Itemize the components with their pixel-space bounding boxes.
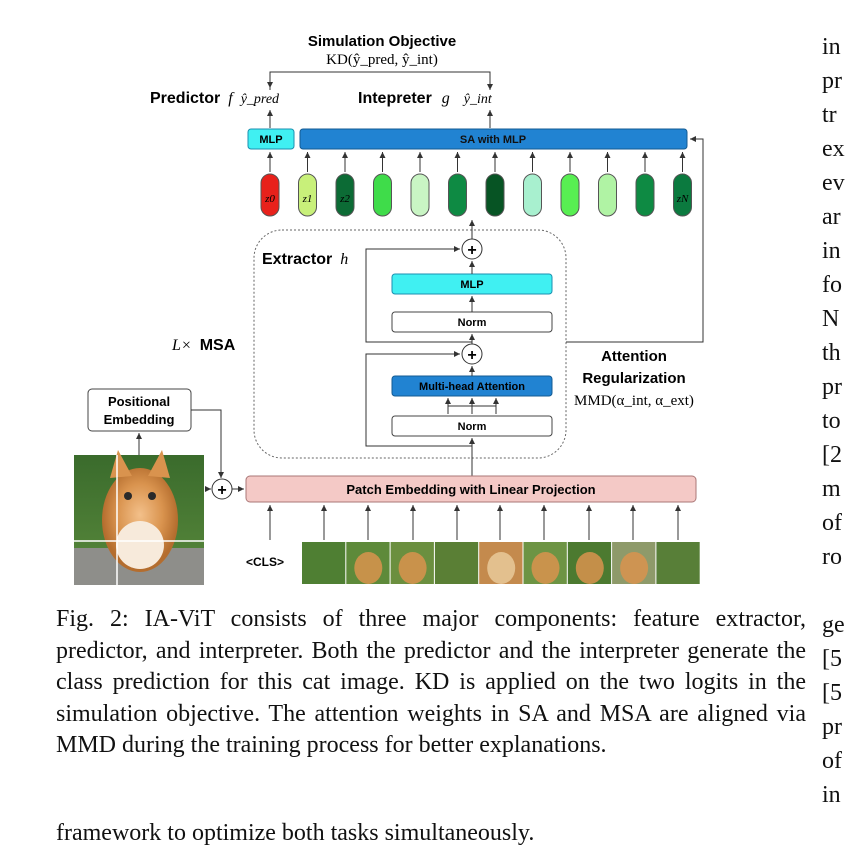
- patch-0: [302, 542, 346, 584]
- token-7: [523, 152, 542, 217]
- patch-cat-6: [575, 552, 604, 584]
- add-mid-plus: +: [467, 347, 476, 364]
- right-fragment: pr: [822, 714, 842, 740]
- right-fragment: in: [822, 34, 841, 60]
- right-fragment: th: [822, 340, 841, 366]
- simulation-objective-title: Simulation Objective: [308, 33, 456, 50]
- right-fragment: N: [822, 306, 840, 332]
- token-8: [560, 152, 580, 217]
- mlp-top-box: [247, 128, 295, 150]
- msa-text: MSA: [200, 337, 236, 354]
- interpreter-text: Intepreter: [358, 90, 432, 107]
- norm-bottom-label: Norm: [458, 421, 487, 433]
- figure-caption: Fig. 2: IA-ViT consists of three major c…: [56, 604, 806, 762]
- patch-cat-1: [354, 552, 383, 584]
- right-fragment: ex: [822, 136, 845, 162]
- ia-vit-figure: Simulation Objective KD(ŷ_pred, ŷ_int) P…: [74, 33, 704, 585]
- extractor-label: Extractor h: [262, 251, 348, 268]
- token-3: [373, 152, 392, 217]
- token-1: z1: [298, 152, 317, 217]
- interpreter-label: Intepreter g ŷ_int: [358, 90, 493, 107]
- patch-3: [434, 542, 479, 584]
- right-fragment: ev: [822, 170, 845, 196]
- patch-strip: [302, 542, 700, 584]
- norm-top-label: Norm: [458, 317, 487, 329]
- right-fragment: [822, 574, 862, 608]
- cat-image: [74, 450, 204, 585]
- right-fragment: [2: [822, 442, 842, 468]
- token-label-1: z1: [302, 193, 313, 205]
- extractor-text: Extractor: [262, 251, 332, 268]
- norm-bottom-box: [391, 415, 553, 437]
- right-fragment: to: [822, 408, 841, 434]
- right-fragment: fo: [822, 272, 842, 298]
- y-int: ŷ_int: [462, 92, 493, 107]
- msa-prefix: L×: [171, 337, 192, 354]
- right-fragment: of: [822, 748, 842, 774]
- token-label-0: z0: [264, 193, 275, 205]
- token-0: z0: [260, 152, 280, 217]
- token-4: [410, 152, 430, 217]
- sa-mlp-box: [299, 128, 688, 150]
- patch-8: [656, 542, 700, 584]
- right-fragment: ge: [822, 612, 845, 638]
- right-fragment: tr: [822, 102, 837, 128]
- patch-embedding-box: [245, 475, 697, 503]
- positional-line2: Embedding: [104, 412, 175, 427]
- body-text-continuation: framework to optimize both tasks simulta…: [56, 820, 535, 846]
- token-label-11: zN: [676, 193, 689, 205]
- token-6: [485, 152, 505, 217]
- positional-line1: Positional: [108, 394, 170, 409]
- token-2: z2: [335, 152, 355, 217]
- y-pred: ŷ_pred: [239, 92, 280, 107]
- predictor-text: Predictor: [150, 90, 220, 107]
- input-arrows: [267, 505, 681, 540]
- add-top-plus: +: [467, 242, 476, 259]
- token-10: [635, 152, 655, 217]
- attention-reg-line2: Regularization: [582, 370, 685, 387]
- mha-label: Multi-head Attention: [419, 381, 525, 393]
- right-fragment: in: [822, 782, 841, 808]
- caption-text: Fig. 2: IA-ViT consists of three major c…: [56, 606, 806, 758]
- patch-cat-7: [620, 552, 649, 584]
- kd-bracket: [269, 71, 493, 90]
- right-fragment: of: [822, 510, 842, 536]
- mmd-formula: MMD(α_int, α_ext): [574, 393, 694, 409]
- mlp-inner-label: MLP: [460, 279, 483, 291]
- kd-formula: KD(ŷ_pred, ŷ_int): [326, 52, 438, 68]
- right-fragment: in: [822, 238, 841, 264]
- predictor-label: Predictor f ŷ_pred: [150, 90, 280, 107]
- right-fragment: [5: [822, 680, 842, 706]
- patch-cat-4: [487, 552, 516, 584]
- cls-token: <CLS>: [246, 555, 284, 569]
- interpreter-symbol: g: [442, 90, 450, 107]
- right-fragment: [5: [822, 646, 842, 672]
- msa-label: L× MSA: [171, 337, 236, 354]
- predictor-symbol: f: [228, 90, 235, 107]
- token-label-2: z2: [339, 193, 350, 205]
- mlp-top-label: MLP: [259, 134, 282, 146]
- attention-reg-line1: Attention: [601, 348, 667, 365]
- token-5: [448, 152, 467, 217]
- token-11: zN: [673, 152, 692, 217]
- extractor-box: [253, 229, 567, 459]
- right-fragment: pr: [822, 68, 842, 94]
- patch-cat-5: [531, 552, 560, 584]
- token-row: z0 z1 z2 zN: [260, 152, 692, 217]
- sa-mlp-label: SA with MLP: [460, 134, 526, 146]
- patch-embedding-label: Patch Embedding with Linear Projection: [346, 482, 595, 497]
- token-9: [598, 152, 617, 217]
- right-fragment: pr: [822, 374, 842, 400]
- extractor-symbol: h: [340, 251, 348, 268]
- right-fragment: ar: [822, 204, 841, 230]
- right-fragment: ro: [822, 544, 842, 570]
- patch-cat-2: [398, 552, 427, 584]
- right-fragment: m: [822, 476, 841, 502]
- add-pos-plus: +: [217, 482, 226, 499]
